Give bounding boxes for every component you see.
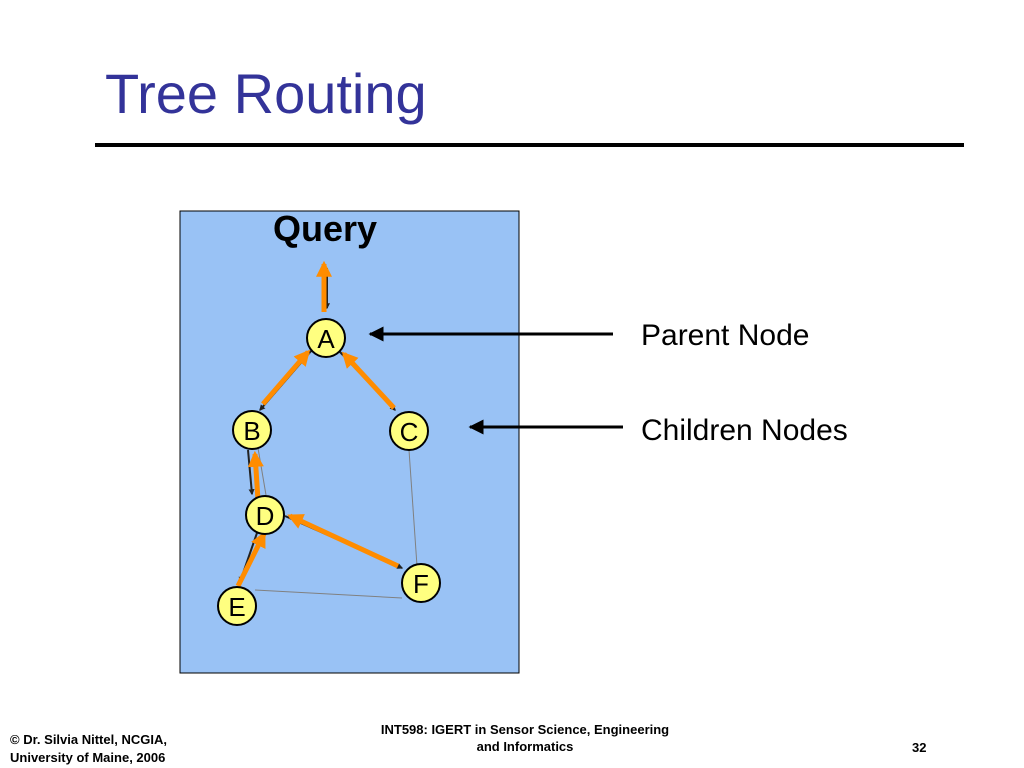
node-b: B [232, 410, 272, 450]
tree-edge-f-d [287, 513, 400, 569]
footer-copyright: © Dr. Silvia Nittel, NCGIA, University o… [10, 731, 167, 767]
node-f: F [401, 563, 441, 603]
link-e-f [254, 589, 403, 599]
tree-edge-c-a [341, 351, 396, 410]
link-c-f [408, 449, 418, 567]
node-e: E [217, 586, 257, 626]
tree-edge-e-d [235, 531, 267, 588]
node-f-label: F [413, 569, 429, 599]
footer-course-line2: and Informatics [476, 739, 574, 754]
footer-copyright-line1: © Dr. Silvia Nittel, NCGIA, [10, 732, 167, 747]
footer-copyright-line2: University of Maine, 2006 [10, 750, 166, 765]
node-d-label: D [256, 501, 275, 531]
query-label: Query [273, 208, 377, 249]
node-e-label: E [228, 592, 245, 622]
node-a: A [306, 318, 346, 358]
parent-node-label: Parent Node [641, 319, 809, 352]
node-b-label: B [243, 416, 260, 446]
tree-edge-d-b [247, 450, 264, 501]
children-nodes-label: Children Nodes [641, 414, 848, 447]
footer-course: INT598: IGERT in Sensor Science, Enginee… [350, 721, 700, 755]
page-number: 32 [912, 740, 927, 755]
slide-title: Tree Routing [105, 62, 427, 125]
node-c: C [389, 411, 429, 451]
footer-course-line1: INT598: IGERT in Sensor Science, Enginee… [380, 722, 670, 737]
node-d: D [245, 495, 285, 535]
tree-edge-b-a [261, 349, 311, 406]
title-underline [95, 143, 964, 147]
node-a-label: A [317, 324, 335, 354]
node-c-label: C [400, 417, 419, 447]
